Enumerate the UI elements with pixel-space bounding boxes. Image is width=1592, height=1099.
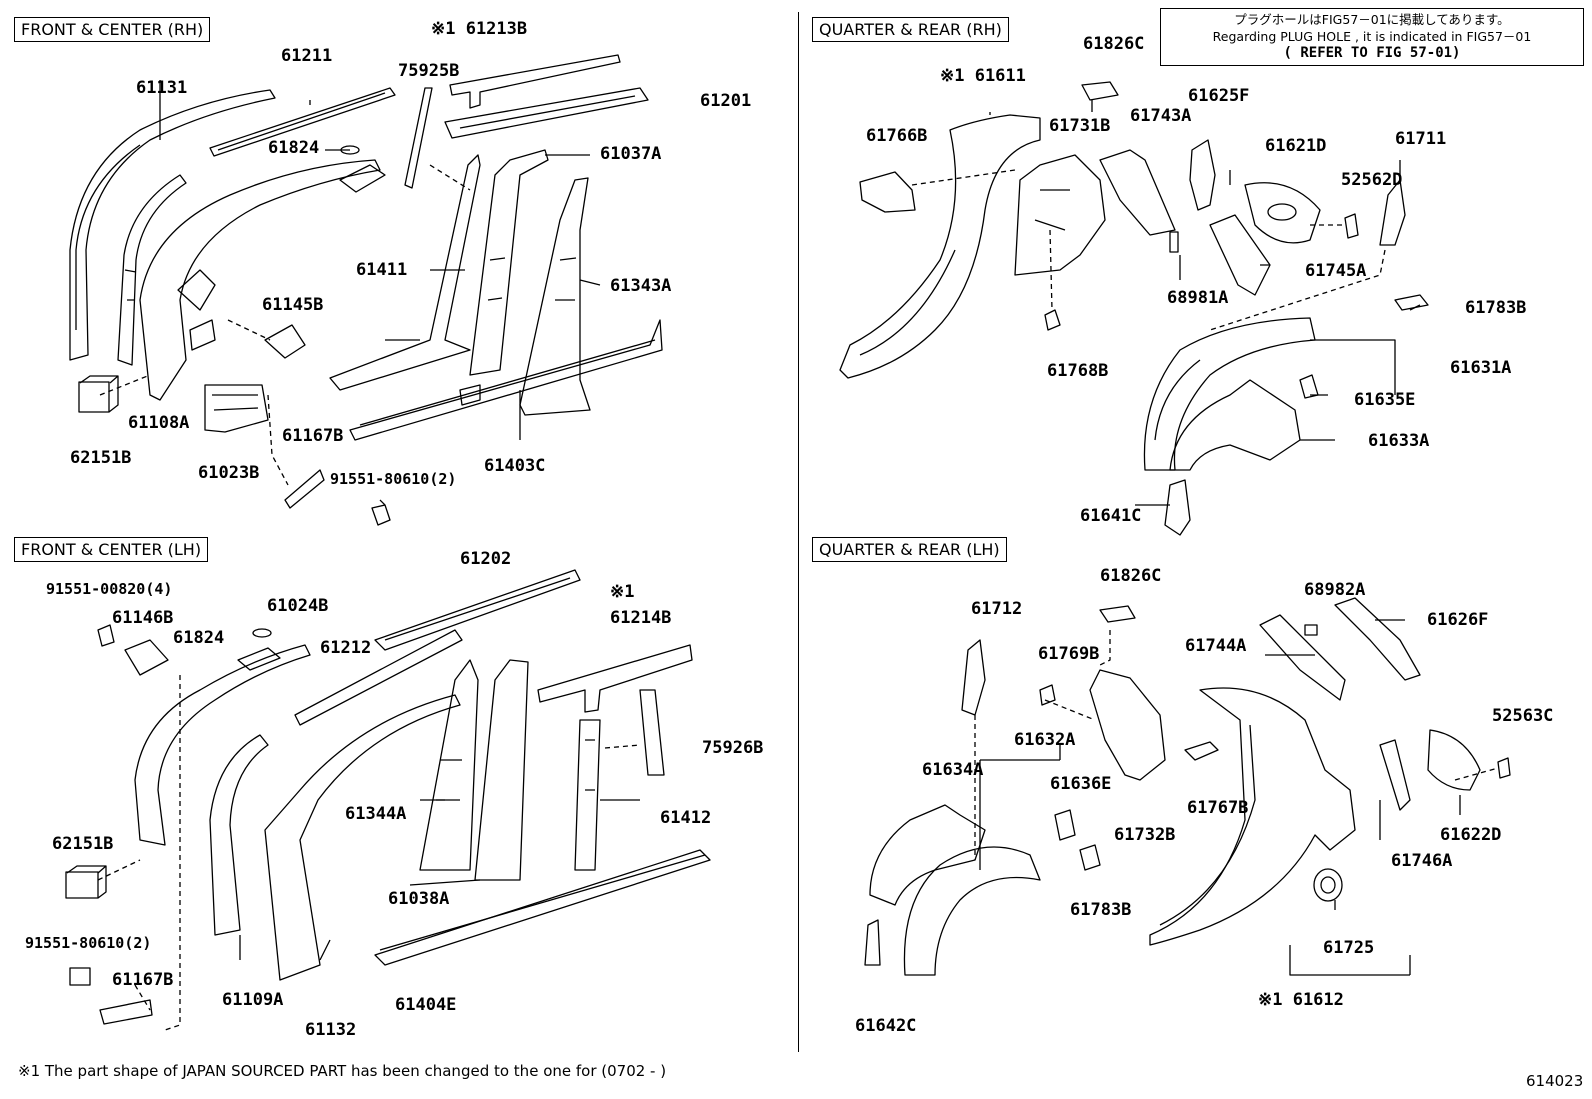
label-61621D[interactable]: 61621D (1265, 136, 1327, 156)
label-61824-lh[interactable]: 61824 (173, 628, 225, 648)
label-61212[interactable]: 61212 (320, 638, 372, 658)
label-52563C[interactable]: 52563C (1492, 706, 1554, 726)
label-61213B[interactable]: ※1 61213B (431, 19, 528, 39)
label-61769B[interactable]: 61769B (1038, 644, 1100, 664)
label-61746A[interactable]: 61746A (1391, 851, 1453, 871)
note-reference-link[interactable]: ( REFER TO FIG 57-01) (1283, 45, 1461, 61)
label-61403C[interactable]: 61403C (484, 456, 546, 476)
label-61611[interactable]: ※1 61611 (940, 66, 1026, 86)
label-91551-80610-rh[interactable]: 91551-80610(2) (330, 472, 456, 487)
section-quarter-rear-rh: QUARTER & REAR (RH) (812, 17, 1009, 42)
label-61766B[interactable]: 61766B (866, 126, 928, 146)
label-62151B-rh[interactable]: 62151B (70, 448, 132, 468)
part-number: 91551-80610 (25, 934, 125, 952)
label-61038A[interactable]: 61038A (388, 889, 450, 909)
label-61731B[interactable]: 61731B (1049, 116, 1111, 136)
label-61023B[interactable]: 61023B (198, 463, 260, 483)
label-61343A[interactable]: 61343A (610, 276, 672, 296)
label-61632A[interactable]: 61632A (1014, 730, 1076, 750)
footnote: ※1 The part shape of JAPAN SOURCED PART … (18, 1062, 667, 1080)
center-divider (798, 12, 799, 1052)
label-61636E[interactable]: 61636E (1050, 774, 1112, 794)
label-61167B-lh[interactable]: 61167B (112, 970, 174, 990)
label-61711[interactable]: 61711 (1395, 129, 1447, 149)
quantity: (2) (429, 470, 457, 488)
label-61132[interactable]: 61132 (305, 1020, 357, 1040)
label-61131[interactable]: 61131 (136, 78, 188, 98)
figure-number: 614023 (1526, 1072, 1584, 1090)
label-52562D[interactable]: 52562D (1341, 170, 1403, 190)
part-number: 91551-00820 (46, 580, 146, 598)
label-61633A[interactable]: 61633A (1368, 431, 1430, 451)
quantity: (2) (124, 934, 152, 952)
label-62151B-lh[interactable]: 62151B (52, 834, 114, 854)
label-61108A[interactable]: 61108A (128, 413, 190, 433)
label-61612[interactable]: ※1 61612 (1258, 990, 1344, 1010)
label-75926B[interactable]: 75926B (702, 738, 764, 758)
note-english: Regarding PLUG HOLE , it is indicated in… (1212, 29, 1532, 44)
label-61626F[interactable]: 61626F (1427, 610, 1489, 630)
label-61622D[interactable]: 61622D (1440, 825, 1502, 845)
quarter-rear-rh-parts (839, 81, 1429, 536)
label-61631A[interactable]: 61631A (1450, 358, 1512, 378)
label-61725[interactable]: 61725 (1323, 938, 1375, 958)
quarter-rear-lh-parts (864, 597, 1511, 976)
front-center-lh-parts (65, 569, 711, 1031)
label-61146B[interactable]: 61146B (112, 608, 174, 628)
label-61634A[interactable]: 61634A (922, 760, 984, 780)
label-61037A[interactable]: 61037A (600, 144, 662, 164)
label-61024B[interactable]: 61024B (267, 596, 329, 616)
label-61167B-rh[interactable]: 61167B (282, 426, 344, 446)
label-61145B[interactable]: 61145B (262, 295, 324, 315)
label-61642C[interactable]: 61642C (855, 1016, 917, 1036)
section-quarter-rear-lh: QUARTER & REAR (LH) (812, 537, 1007, 562)
note-japanese: プラグホールはFIG57－01に掲載してあります。 (1234, 12, 1510, 27)
label-61745A[interactable]: 61745A (1305, 261, 1367, 281)
label-61743A[interactable]: 61743A (1130, 106, 1192, 126)
label-61826C-rh[interactable]: 61826C (1083, 34, 1145, 54)
label-91551-80610-lh[interactable]: 91551-80610(2) (25, 936, 151, 951)
label-61824-rh[interactable]: 61824 (268, 138, 320, 158)
label-61214B-mark: ※1 (610, 582, 635, 602)
label-61744A[interactable]: 61744A (1185, 636, 1247, 656)
label-61768B[interactable]: 61768B (1047, 361, 1109, 381)
label-61411[interactable]: 61411 (356, 260, 408, 280)
plug-hole-note: プラグホールはFIG57－01に掲載してあります。 Regarding PLUG… (1160, 8, 1584, 66)
label-61109A[interactable]: 61109A (222, 990, 284, 1010)
label-91551-00820[interactable]: 91551-00820(4) (46, 582, 172, 597)
label-61214B[interactable]: 61214B (610, 608, 672, 628)
label-61826C-lh[interactable]: 61826C (1100, 566, 1162, 586)
label-61202[interactable]: 61202 (460, 549, 512, 569)
label-61641C[interactable]: 61641C (1080, 506, 1142, 526)
part-number: 91551-80610 (330, 470, 430, 488)
label-61767B[interactable]: 61767B (1187, 798, 1249, 818)
label-61412[interactable]: 61412 (660, 808, 712, 828)
label-61625F[interactable]: 61625F (1188, 86, 1250, 106)
section-front-center-lh: FRONT & CENTER (LH) (14, 537, 209, 562)
label-61732B[interactable]: 61732B (1114, 825, 1176, 845)
label-61211[interactable]: 61211 (281, 46, 333, 66)
section-front-center-rh: FRONT & CENTER (RH) (14, 17, 211, 42)
label-61783B-lh[interactable]: 61783B (1070, 900, 1132, 920)
label-61201[interactable]: 61201 (700, 91, 752, 111)
label-61783B-rh[interactable]: 61783B (1465, 298, 1527, 318)
front-center-rh-parts (69, 54, 663, 526)
label-61344A[interactable]: 61344A (345, 804, 407, 824)
label-61635E[interactable]: 61635E (1354, 390, 1416, 410)
label-61712[interactable]: 61712 (971, 599, 1023, 619)
label-61404E[interactable]: 61404E (395, 995, 457, 1015)
label-68982A[interactable]: 68982A (1304, 580, 1366, 600)
label-75925B[interactable]: 75925B (398, 61, 460, 81)
label-68981A[interactable]: 68981A (1167, 288, 1229, 308)
quantity: (4) (145, 580, 173, 598)
